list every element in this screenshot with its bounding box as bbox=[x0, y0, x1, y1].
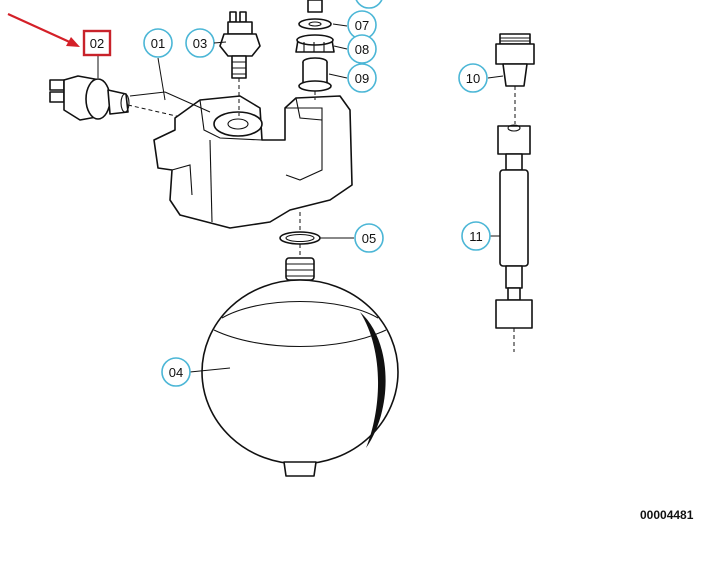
callout-10-label: 10 bbox=[466, 71, 480, 86]
part-08-nut bbox=[295, 34, 335, 53]
part-04-accumulator-sphere bbox=[201, 257, 399, 477]
callout-11-label: 11 bbox=[469, 229, 483, 244]
callout-08-label: 08 bbox=[355, 42, 369, 57]
callout-03-label: 03 bbox=[193, 36, 207, 51]
callout-04-label: 04 bbox=[169, 365, 183, 380]
callout-05-label: 05 bbox=[362, 231, 376, 246]
part-07-washer bbox=[298, 0, 332, 30]
callout-01: 01 bbox=[143, 28, 173, 58]
callout-09-label: 09 bbox=[355, 71, 369, 86]
callout-partial-top bbox=[355, 0, 383, 9]
highlight-arrow bbox=[7, 12, 80, 47]
callout-01-label: 01 bbox=[151, 36, 165, 51]
callout-02-label: 02 bbox=[90, 36, 104, 51]
part-02-pressure-switch bbox=[49, 56, 130, 121]
callout-10: 10 bbox=[458, 63, 488, 93]
callout-05: 05 bbox=[354, 223, 384, 253]
part-11-pipe bbox=[495, 124, 533, 329]
callout-08: 08 bbox=[347, 34, 377, 64]
part-01-valve-body bbox=[153, 95, 353, 229]
callout-11: 11 bbox=[461, 221, 491, 251]
part-10-fitting bbox=[495, 33, 535, 87]
part-09-sleeve bbox=[298, 57, 332, 92]
callout-03: 03 bbox=[185, 28, 215, 58]
part-03-sensor bbox=[219, 11, 261, 79]
part-05-o-ring bbox=[279, 231, 321, 245]
callout-09: 09 bbox=[347, 63, 377, 93]
callout-04: 04 bbox=[161, 357, 191, 387]
drawing-reference-number: 00004481 bbox=[640, 508, 694, 522]
callout-07-label: 07 bbox=[355, 18, 369, 33]
callout-02-highlighted: 02 bbox=[82, 29, 112, 57]
